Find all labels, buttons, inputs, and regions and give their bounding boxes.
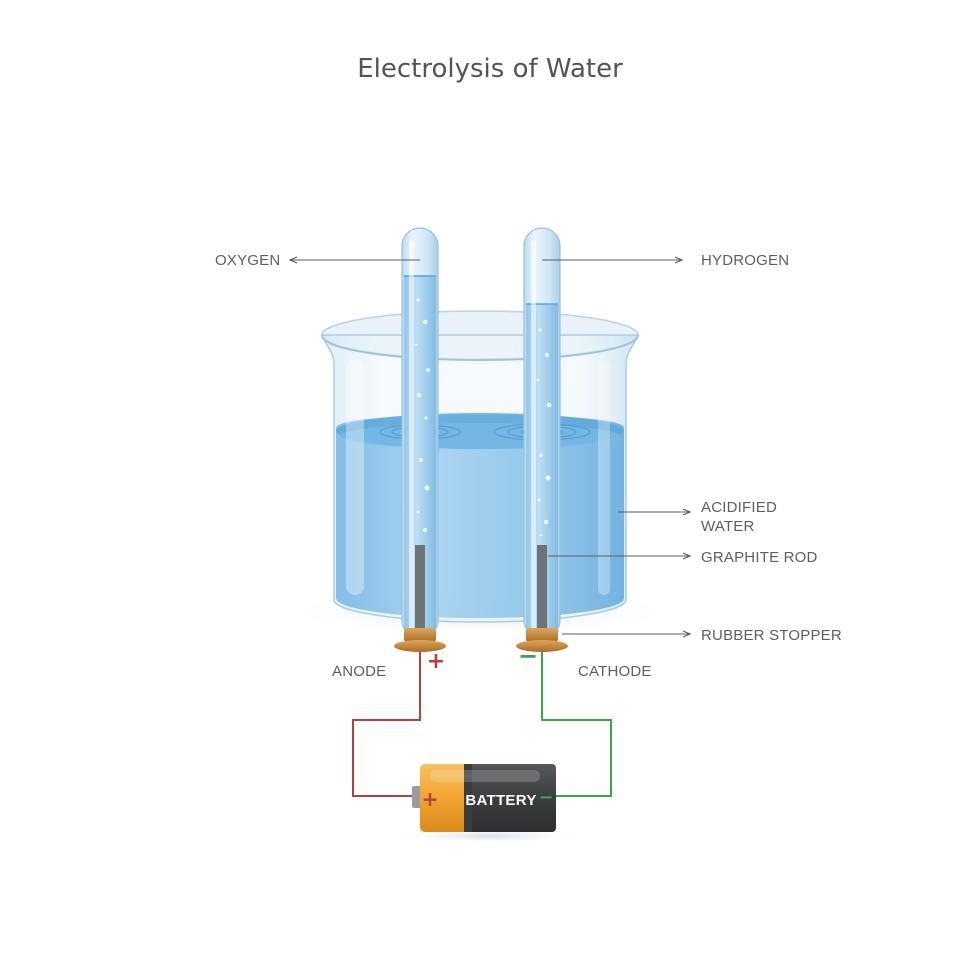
label-cathode: CATHODE [578,663,652,680]
gas-bubbles [413,297,552,538]
beaker-highlight-left [346,360,364,595]
label-acidified-water-line2: WATER [701,518,755,535]
label-oxygen: OXYGEN [215,252,280,269]
negative-wire [541,652,612,797]
anode-plus-sign: + [427,649,445,674]
positive-wire [352,652,421,797]
label-hydrogen: HYDROGEN [701,252,789,269]
label-rubber-stopper: RUBBER STOPPER [701,627,842,644]
battery [388,764,588,844]
label-anode: ANODE [332,663,386,680]
graphite-rod-anode [415,545,425,630]
battery-minus-sign: − [538,787,553,808]
battery-label: BATTERY [465,792,536,809]
cathode-minus-sign: − [518,642,538,670]
label-graphite-rod: GRAPHITE ROD [701,549,818,566]
graphite-rod-cathode [537,545,547,630]
label-leader-lines [290,260,690,634]
rubber-stopper-anode [394,628,446,652]
beaker-rim-front [321,334,639,362]
label-acidified-water-line1: ACIDIFIED [701,499,777,516]
battery-plus-sign: + [422,787,439,811]
page-title: Electrolysis of Water [357,54,623,84]
rubber-stopper-cathode [516,628,568,652]
beaker-highlight-right [598,360,610,595]
